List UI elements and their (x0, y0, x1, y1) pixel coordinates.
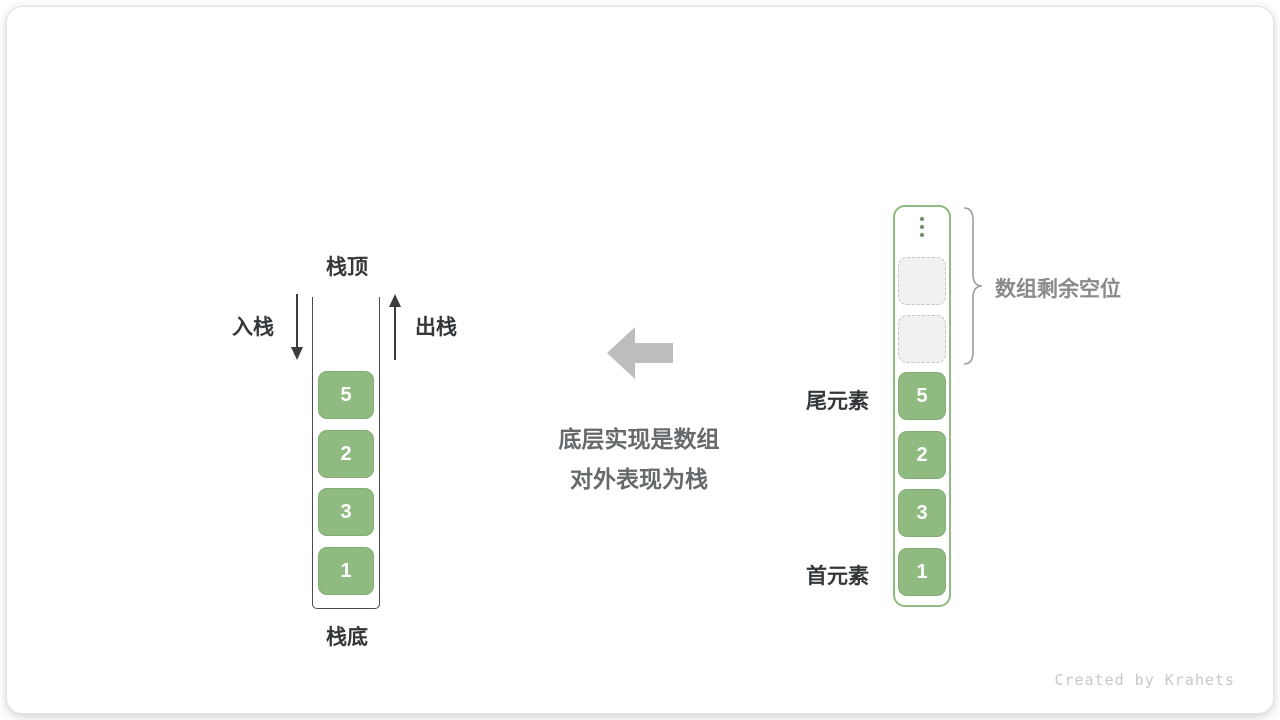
big-left-arrow-icon (607, 327, 673, 379)
array-empty-cell (898, 257, 946, 305)
stack-cell: 1 (318, 547, 374, 595)
vertical-ellipsis-icon (895, 217, 949, 237)
tail-element-label: 尾元素 (806, 390, 869, 413)
array-container: 5 2 3 1 (893, 205, 951, 607)
curly-brace-icon (963, 207, 983, 365)
push-label: 入栈 (232, 316, 274, 339)
caption-line-2: 对外表现为栈 (570, 466, 708, 492)
caption-text: 底层实现是数组 对外表现为栈 (509, 419, 769, 499)
caption-line-1: 底层实现是数组 (558, 426, 720, 452)
stack-container: 5 2 3 1 (312, 297, 380, 609)
array-cell: 3 (898, 489, 946, 537)
array-cell: 1 (898, 548, 946, 596)
array-cell: 5 (898, 372, 946, 420)
pop-label: 出栈 (415, 316, 457, 339)
stack-bottom-label: 栈底 (326, 626, 368, 649)
stack-cell: 2 (318, 430, 374, 478)
remaining-slots-label: 数组剩余空位 (995, 278, 1121, 301)
array-empty-cell (898, 315, 946, 363)
stack-top-label: 栈顶 (326, 256, 368, 279)
stack-cell: 5 (318, 371, 374, 419)
pop-up-arrow-icon (389, 294, 401, 360)
array-cell: 2 (898, 431, 946, 479)
push-down-arrow-icon (291, 294, 303, 360)
credit-text: Created by Krahets (1054, 671, 1235, 689)
diagram-card: 栈顶 入栈 出栈 5 2 3 1 栈底 底层实现是数组 对外表现为栈 尾元素 首 (6, 6, 1274, 714)
stack-cell: 3 (318, 488, 374, 536)
head-element-label: 首元素 (806, 565, 869, 588)
